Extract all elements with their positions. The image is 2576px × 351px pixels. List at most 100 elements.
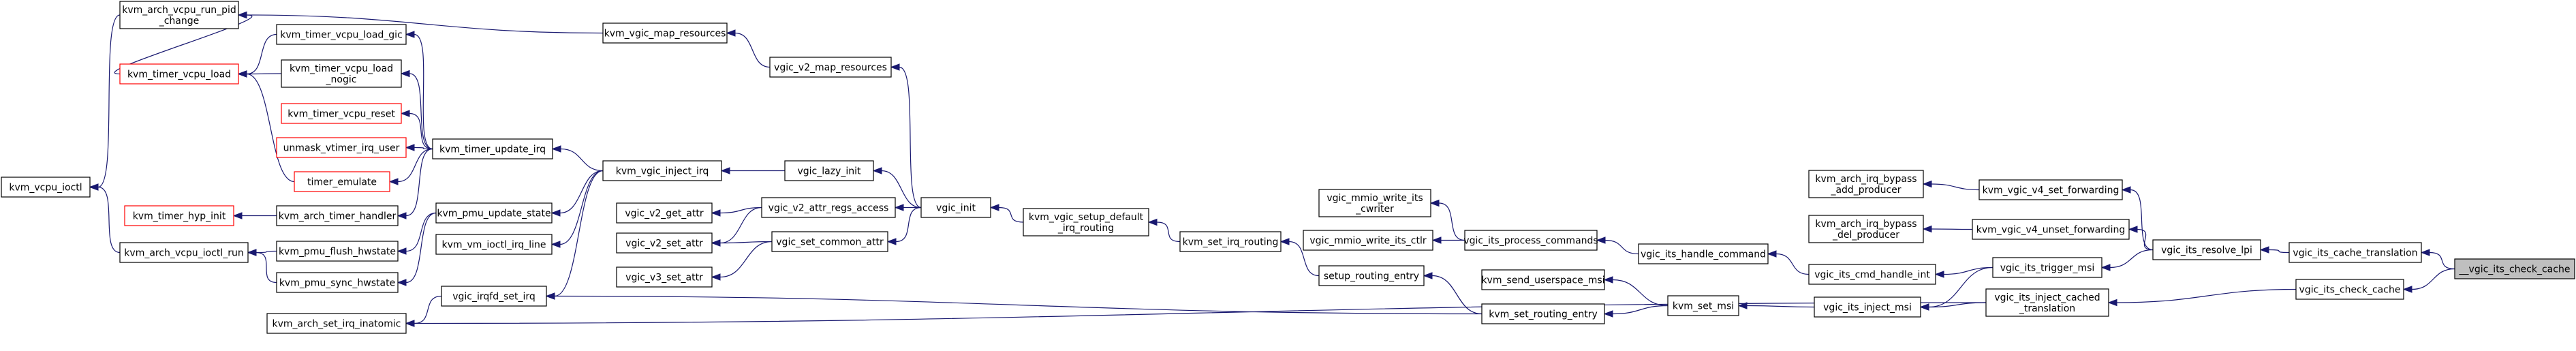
node-vgic-its-cache-translation[interactable]: vgic_its_cache_translation bbox=[2288, 242, 2422, 263]
node-label-line: vgic_its_handle_command bbox=[1641, 249, 1766, 260]
node-kvm-vgic-map-resources[interactable]: kvm_vgic_map_resources bbox=[602, 22, 728, 44]
node-kvm-timer-update-irq[interactable]: kvm_timer_update_irq bbox=[432, 138, 553, 159]
node-kvm-timer-vcpu-reset[interactable]: kvm_timer_vcpu_reset bbox=[281, 103, 402, 124]
node-kvm-set-routing-entry[interactable]: kvm_set_routing_entry bbox=[1481, 303, 1605, 324]
node-kvm-arch-irq-bypass-add-producer[interactable]: kvm_arch_irq_bypass_add_producer bbox=[1808, 170, 1924, 198]
node-label-line: vgic_its_process_commands bbox=[1463, 236, 1598, 247]
node-vgic-v2-map-resources[interactable]: vgic_v2_map_resources bbox=[769, 57, 892, 78]
edge-kvm_timer_vcpu_load_gic-to-kvm_timer_vcpu_load bbox=[237, 33, 277, 78]
edge-timer_emulate-to-kvm_timer_vcpu_load bbox=[237, 70, 295, 183]
node-vgic-v2-set-attr[interactable]: vgic_v2_set_attr bbox=[616, 232, 713, 254]
node-kvm-timer-hyp-init[interactable]: kvm_timer_hyp_init bbox=[124, 205, 234, 226]
arrowhead bbox=[550, 209, 561, 217]
node-vgic-mmio-write-its-cwriter[interactable]: vgic_mmio_write_its_cwriter bbox=[1318, 189, 1431, 217]
node-timer-emulate[interactable]: timer_emulate bbox=[294, 171, 390, 192]
node---vgic-its-check-cache[interactable]: __vgic_its_check_cache bbox=[2454, 258, 2575, 279]
node-vgic-its-handle-command[interactable]: vgic_its_handle_command bbox=[1638, 243, 1769, 264]
node-label-line: kvm_arch_vcpu_run_pid bbox=[122, 5, 236, 16]
node-kvm-vgic-v4-unset-forwarding[interactable]: kvm_vgic_v4_unset_forwarding bbox=[1972, 219, 2130, 240]
node-kvm-arch-vcpu-ioctl-run[interactable]: kvm_arch_vcpu_ioctl_run bbox=[119, 242, 249, 263]
edge-vgic_set_common_attr-to-vgic_v2_set_attr bbox=[711, 239, 773, 247]
node-vgic-its-check-cache[interactable]: vgic_its_check_cache bbox=[2295, 279, 2404, 300]
node-kvm-timer-vcpu-load-nogic[interactable]: kvm_timer_vcpu_load_nogic bbox=[281, 59, 402, 88]
node-box bbox=[1638, 243, 1769, 264]
node-kvm-vm-ioctl-irq-line[interactable]: kvm_vm_ioctl_irq_line bbox=[435, 234, 553, 255]
arrowhead bbox=[872, 167, 882, 174]
node-vgic-its-resolve-lpi[interactable]: vgic_its_resolve_lpi bbox=[2152, 239, 2261, 260]
arrowhead bbox=[550, 241, 561, 248]
node-box bbox=[1023, 208, 1149, 236]
node-setup-routing-entry[interactable]: setup_routing_entry bbox=[1318, 265, 1425, 286]
arrowhead bbox=[711, 239, 721, 247]
node-label-line: vgic_its_trigger_msi bbox=[2000, 263, 2095, 274]
node-vgic-v2-attr-regs-access[interactable]: vgic_v2_attr_regs_access bbox=[761, 197, 896, 218]
node-label-line: kvm_timer_vcpu_load bbox=[127, 70, 231, 80]
edge-vgic_its_resolve_lpi-to-kvm_vgic_v4_set_forwarding bbox=[2121, 186, 2154, 251]
node-vgic-its-inject-msi[interactable]: vgic_its_inject_msi bbox=[1814, 296, 1921, 318]
node-label-line: kvm_timer_vcpu_load_gic bbox=[280, 30, 403, 41]
node-kvm-timer-vcpu-load[interactable]: kvm_timer_vcpu_load bbox=[119, 63, 239, 85]
node-kvm-send-userspace-msi[interactable]: kvm_send_userspace_msi bbox=[1481, 269, 1605, 290]
edge-kvm_vgic_inject_irq-to-vgic_irqfd_set_irq bbox=[545, 170, 604, 300]
node-kvm-timer-vcpu-load-gic[interactable]: kvm_timer_vcpu_load_gic bbox=[276, 24, 407, 45]
node-box bbox=[2152, 239, 2261, 260]
node-kvm-set-msi[interactable]: kvm_set_msi bbox=[1667, 295, 1739, 316]
arrowhead bbox=[894, 204, 904, 211]
node-vgic-its-process-commands[interactable]: vgic_its_process_commands bbox=[1463, 230, 1598, 251]
node-kvm-arch-irq-bypass-del-producer[interactable]: kvm_arch_irq_bypass_del_producer bbox=[1808, 215, 1924, 243]
node-vgic-mmio-write-its-ctlr[interactable]: vgic_mmio_write_its_ctlr bbox=[1303, 230, 1433, 251]
node-label-line: _nogic bbox=[326, 74, 357, 85]
node-kvm-arch-timer-handler[interactable]: kvm_arch_timer_handler bbox=[276, 205, 399, 226]
node-box bbox=[2295, 279, 2404, 300]
node-label-line: vgic_its_check_cache bbox=[2299, 285, 2401, 296]
arrowhead bbox=[2128, 226, 2138, 233]
node-vgic-its-trigger-msi[interactable]: vgic_its_trigger_msi bbox=[1992, 257, 2102, 278]
node-vgic-init[interactable]: vgic_init bbox=[920, 197, 991, 218]
node-label-line: kvm_vcpu_ioctl bbox=[9, 183, 82, 194]
arrowhead bbox=[89, 183, 99, 191]
node-vgic-irqfd-set-irq[interactable]: vgic_irqfd_set_irq bbox=[441, 286, 547, 307]
node-box bbox=[276, 272, 399, 293]
edge-kvm_set_msi-to-kvm_send_userspace_msi bbox=[1603, 276, 1669, 307]
edge-vgic_its_cmd_handle_int-to-vgic_its_handle_command bbox=[1767, 250, 1810, 275]
node-box bbox=[784, 160, 874, 181]
node-kvm-pmu-sync-hwstate[interactable]: kvm_pmu_sync_hwstate bbox=[276, 272, 399, 293]
node-box bbox=[1972, 219, 2130, 240]
node-box bbox=[276, 137, 407, 158]
arrowhead bbox=[397, 212, 407, 219]
node-kvm-arch-set-irq-inatomic[interactable]: kvm_arch_set_irq_inatomic bbox=[266, 313, 407, 334]
node-kvm-arch-vcpu-run-pid-change[interactable]: kvm_arch_vcpu_run_pid_change bbox=[119, 1, 239, 29]
node-kvm-set-irq-routing[interactable]: kvm_set_irq_routing bbox=[1179, 231, 1282, 252]
node-vgic-its-cmd-handle-int[interactable]: vgic_its_cmd_handle_int bbox=[1808, 264, 1936, 285]
arrowhead bbox=[1922, 225, 1932, 233]
edge-kvm_pmu_sync_hwstate-to-kvm_arch_vcpu_ioctl_run bbox=[247, 249, 277, 284]
node-kvm-vgic-setup-default-irq-routing[interactable]: kvm_vgic_setup_default_irq_routing bbox=[1023, 208, 1149, 236]
node-unmask-vtimer-irq-user[interactable]: unmask_vtimer_irq_user bbox=[276, 137, 407, 158]
arrowhead bbox=[989, 204, 999, 211]
edge-kvm_timer_update_irq-to-kvm_timer_vcpu_load_nogic bbox=[400, 70, 433, 150]
node-box bbox=[1985, 288, 2109, 317]
node-kvm-pmu-flush-hwstate[interactable]: kvm_pmu_flush_hwstate bbox=[276, 241, 399, 262]
node-box bbox=[119, 1, 239, 29]
node-label-line: vgic_v2_map_resources bbox=[774, 63, 887, 74]
edge-vgic_its_handle_command-to-vgic_its_process_commands bbox=[1596, 236, 1639, 255]
node-label-line: vgic_its_resolve_lpi bbox=[2161, 245, 2252, 256]
node-vgic-set-common-attr[interactable]: vgic_set_common_attr bbox=[771, 231, 888, 252]
node-label-line: _add_producer bbox=[1830, 185, 1901, 196]
arrowhead bbox=[551, 145, 561, 153]
node-kvm-pmu-update-state[interactable]: kvm_pmu_update_state bbox=[435, 202, 553, 224]
node-vgic-lazy-init[interactable]: vgic_lazy_init bbox=[784, 160, 874, 181]
node-box bbox=[1978, 179, 2123, 200]
node-kvm-vgic-inject-irq[interactable]: kvm_vgic_inject_irq bbox=[602, 160, 722, 181]
node-vgic-its-inject-cached-translation[interactable]: vgic_its_inject_cached_translation bbox=[1985, 288, 2109, 317]
node-vgic-v3-set-attr[interactable]: vgic_v3_set_attr bbox=[616, 266, 713, 288]
edge-kvm_set_irq_routing-to-kvm_vgic_setup_default_irq_routing bbox=[1147, 218, 1181, 243]
node-kvm-vcpu-ioctl[interactable]: kvm_vcpu_ioctl bbox=[1, 177, 91, 198]
arrowhead bbox=[1603, 276, 1613, 284]
arrowhead bbox=[405, 31, 415, 38]
node-vgic-v2-get-attr[interactable]: vgic_v2_get_attr bbox=[616, 202, 713, 224]
node-box bbox=[1667, 295, 1739, 316]
node-kvm-vgic-v4-set-forwarding[interactable]: kvm_vgic_v4_set_forwarding bbox=[1978, 179, 2123, 200]
edge-kvm_vgic_inject_irq-to-kvm_pmu_update_state bbox=[550, 170, 604, 217]
arrowhead bbox=[405, 320, 415, 327]
